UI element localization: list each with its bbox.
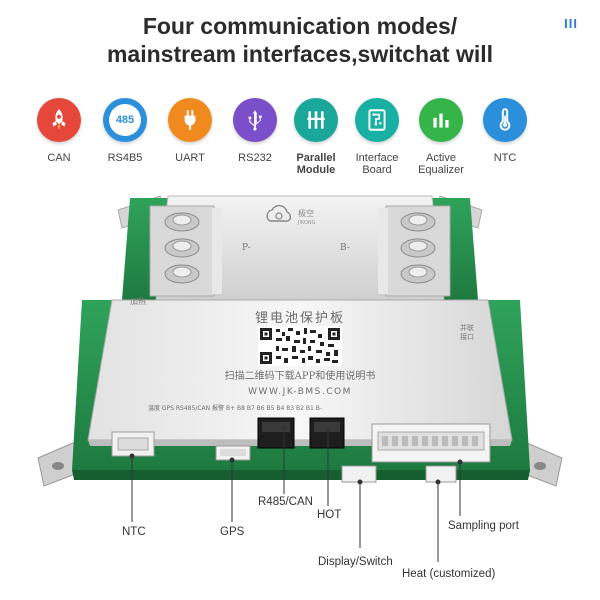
rs485-can-connector xyxy=(257,417,295,449)
heat-connector xyxy=(425,465,457,483)
parallel-icon xyxy=(294,98,338,142)
callout-r485-can: R485/CAN xyxy=(258,496,313,508)
thermometer-icon xyxy=(483,98,527,142)
callout-sampling-port: Sampling port xyxy=(448,520,519,532)
sampling-port-connector xyxy=(371,423,491,463)
callout-gps: GPS xyxy=(220,526,245,538)
terminal-bank-right xyxy=(378,205,451,297)
485-icon: 485 xyxy=(103,98,147,142)
plug-icon xyxy=(168,98,212,142)
plate-brand-sub: JIKONG xyxy=(297,220,316,226)
callout-heat: Heat (customized) xyxy=(402,568,496,580)
svg-text:接口: 接口 xyxy=(460,332,474,341)
display-switch-connector xyxy=(341,465,377,483)
qr-code xyxy=(258,326,342,366)
bar-chart-icon xyxy=(419,98,463,142)
plate-right-small: 并联 xyxy=(460,323,474,332)
plate-b-label: B- xyxy=(340,243,350,253)
plate-url: WWW.JK-BMS.COM xyxy=(248,387,352,397)
circuit-board-icon xyxy=(355,98,399,142)
page-title-line-1: Four communication modes/ xyxy=(142,13,458,39)
plate-left-small: 加热 xyxy=(130,296,146,306)
callout-display-switch: Display/Switch xyxy=(318,556,393,568)
icon-label-uart: UART xyxy=(175,152,205,164)
plate-brand: 极空 xyxy=(298,208,314,218)
plate-p-label: P- xyxy=(242,243,251,253)
corner-mark: III xyxy=(564,16,578,31)
icon-label-rs485: RS4B5 xyxy=(107,152,143,164)
ntc-connector xyxy=(111,431,155,457)
terminal-bank-left xyxy=(149,205,222,297)
plate-port-labels: 温度 GPS RS485/CAN 报警 B+ B8 B7 B6 B5 B4 B3… xyxy=(148,404,322,412)
icon-label-ntc: NTC xyxy=(493,152,517,164)
hot-connector xyxy=(309,417,345,449)
usb-icon xyxy=(233,98,277,142)
page-title-line-2: mainstream interfaces,switchat will xyxy=(106,41,494,67)
plate-scan-text: 扫描二维码下载APP和使用说明书 xyxy=(225,369,376,382)
icon-label-can: CAN xyxy=(47,152,71,164)
485-badge-text: 485 xyxy=(115,114,135,126)
plate-main-title: 锂电池保护板 xyxy=(255,311,345,326)
callout-hot: HOT xyxy=(317,509,342,521)
rocket-icon xyxy=(37,98,81,142)
callout-ntc: NTC xyxy=(122,526,146,538)
icon-label-rs232: RS232 xyxy=(238,152,272,164)
cloud-logo-icon xyxy=(266,204,292,222)
